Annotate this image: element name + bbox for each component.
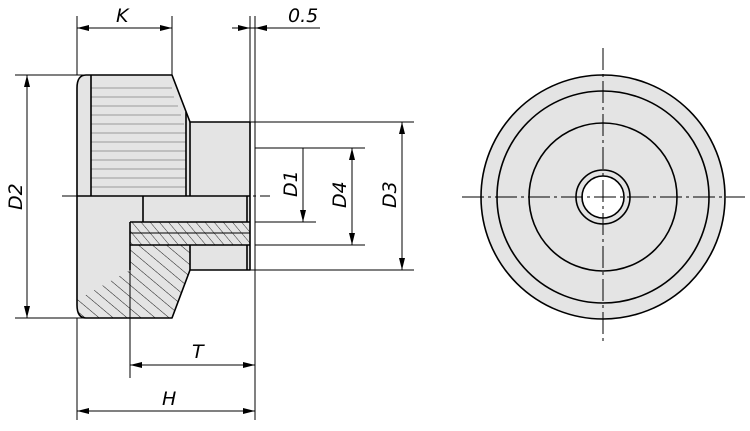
label-t: T [192, 341, 205, 363]
label-d2: D2 [5, 183, 27, 210]
section-hatch [77, 245, 190, 318]
label-h: H [162, 388, 176, 410]
label-gap: 0.5 [288, 5, 318, 27]
label-d4: D4 [329, 181, 351, 208]
front-view [462, 48, 745, 345]
label-d1: D1 [280, 170, 302, 197]
label-d3: D3 [379, 181, 401, 208]
dimension-lines [15, 16, 414, 420]
dimension-labels: K 0.5 D2 D1 D4 D3 T H [5, 5, 401, 410]
knurl-texture [91, 87, 186, 188]
side-view [62, 74, 270, 319]
label-k: K [116, 5, 130, 27]
